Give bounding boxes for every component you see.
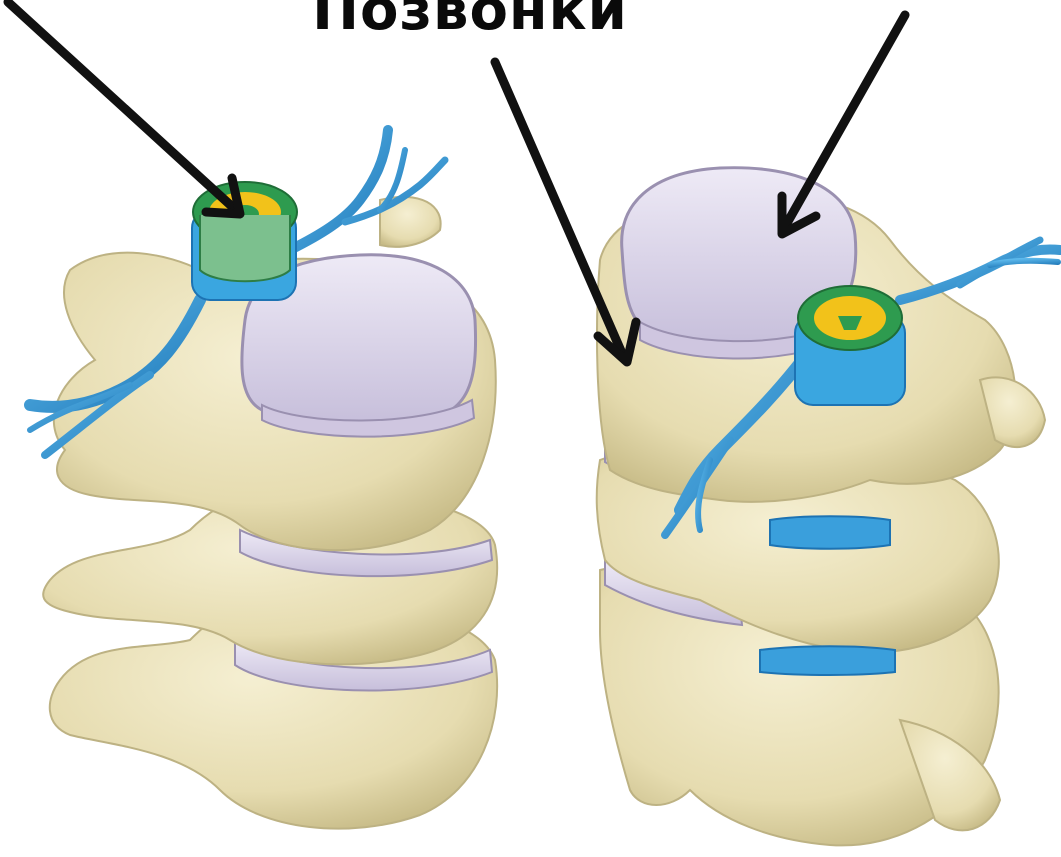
- arrow-to-spinal-cord: [8, 2, 238, 212]
- arrow-to-disc: [782, 15, 905, 232]
- right-spine: [597, 168, 1060, 846]
- spinal-cord: [760, 646, 895, 675]
- spinal-cord: [192, 182, 297, 300]
- left-spine: [30, 130, 497, 829]
- arrow-to-vertebra: [495, 62, 625, 360]
- spinal-cord: [770, 516, 890, 549]
- spinal-cord: [795, 286, 905, 405]
